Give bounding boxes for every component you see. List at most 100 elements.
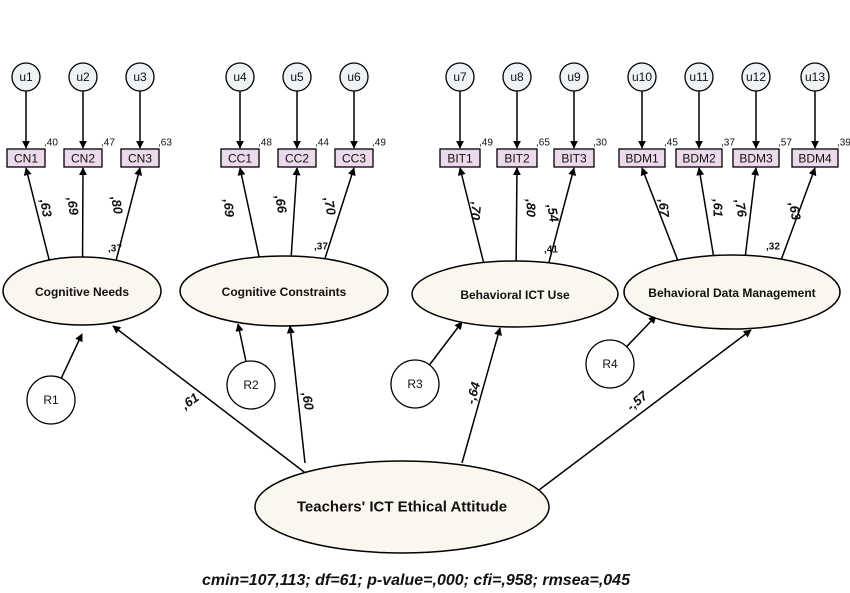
loading-label-cn3: ,80 (108, 194, 126, 216)
loading-label-bit1: ,70 (468, 200, 485, 221)
indicator-label-bit2: BIT2 (504, 152, 530, 166)
structural-label-2: ,60 (299, 390, 317, 412)
loading-arrow-cc1 (237, 167, 261, 261)
main-latent-ellipse (254, 460, 550, 554)
structural-label-4: -,57 (624, 388, 651, 414)
structural-arrow-4 (538, 329, 752, 491)
loading-arrow-bdm4 (776, 167, 817, 270)
error-label-u13: u13 (805, 70, 825, 84)
indicator-label-cc3: CC3 (342, 152, 366, 166)
factor-label-behavioral-data-management: Behavioral Data Management (648, 286, 815, 300)
indicator-label-bdm1: BDM1 (625, 152, 659, 166)
indicator-r2-bit1: ,49 (479, 138, 493, 149)
factor-ellipse-cognitive-constraints (179, 255, 389, 327)
indicator-r2-bit3: ,30 (593, 138, 607, 149)
indicator-label-cn1: CN1 (14, 152, 38, 166)
indicator-label-cc1: CC1 (228, 152, 252, 166)
residual-circle-r2 (226, 360, 276, 410)
model-fit-caption: cmin=107,113; df=61; p-value=,000; cfi=,… (202, 572, 631, 589)
loading-arrow-cn3 (113, 167, 143, 270)
loading-arrow-bit3 (546, 167, 577, 269)
error-label-u8: u8 (510, 70, 524, 84)
indicator-box-cc1 (220, 148, 260, 168)
error-label-u2: u2 (76, 70, 90, 84)
loading-label-cn1: ,63 (37, 197, 55, 219)
loading-arrow-cc2 (290, 167, 301, 258)
error-circle-u3 (125, 62, 155, 92)
loading-label-cc1: ,69 (221, 197, 238, 218)
residual-arrow-r4 (626, 315, 657, 348)
error-circle-u11 (684, 62, 714, 92)
structural-arrow-1 (112, 325, 313, 479)
factor-label-cognitive-needs: Cognitive Needs (35, 285, 129, 299)
indicator-box-bdm4 (791, 148, 839, 168)
indicator-label-bdm4: BDM4 (798, 152, 832, 166)
loading-arrow-bit2 (512, 167, 521, 263)
factor-r2-behavioral-data-management: ,32 (766, 242, 780, 253)
indicator-box-bit2 (496, 148, 538, 168)
loading-arrow-cc3 (321, 167, 356, 267)
factor-r2-cognitive-needs: ,37 (108, 244, 122, 255)
indicator-r2-bdm4: ,39 (837, 138, 850, 149)
error-circle-u6 (339, 62, 369, 92)
error-circle-u2 (68, 62, 98, 92)
indicator-box-cn3 (120, 148, 160, 168)
error-label-u1: u1 (19, 70, 33, 84)
indicator-box-cc2 (277, 148, 317, 168)
residual-circle-r3 (390, 359, 440, 409)
factor-ellipse-cognitive-needs (2, 256, 162, 326)
indicator-box-bdm2 (675, 148, 723, 168)
indicator-label-bdm2: BDM2 (682, 152, 716, 166)
indicator-label-bit3: BIT3 (561, 152, 587, 166)
factor-r2-behavioral-ict-use: ,41 (544, 245, 558, 256)
error-circle-u12 (741, 62, 771, 92)
indicator-r2-bdm1: ,45 (664, 138, 678, 149)
indicator-r2-cc3: ,49 (372, 138, 386, 149)
indicator-label-cc2: CC2 (285, 152, 309, 166)
indicator-r2-cc1: ,48 (258, 138, 272, 149)
error-circle-u7 (445, 62, 475, 92)
loading-arrow-bdm3 (744, 167, 760, 258)
loading-arrow-bit1 (457, 167, 486, 268)
indicator-box-bit3 (553, 148, 595, 168)
error-label-u7: u7 (453, 70, 467, 84)
error-circle-u13 (800, 62, 830, 92)
loading-label-cn2: ,69 (64, 195, 82, 217)
structural-arrow-3 (461, 327, 502, 464)
error-circle-u10 (627, 62, 657, 92)
error-label-u3: u3 (133, 70, 147, 84)
residual-label-r1: R1 (43, 393, 59, 407)
residual-label-r3: R3 (407, 377, 423, 391)
loading-arrow-cn1 (23, 167, 52, 269)
loading-label-bdm2: ,61 (711, 198, 726, 217)
loading-label-bdm1: ,67 (656, 197, 673, 218)
factor-r2-cognitive-constraints: ,37 (314, 242, 328, 253)
error-label-u9: u9 (567, 70, 581, 84)
indicator-box-cn2 (63, 148, 103, 168)
indicator-label-bit1: BIT1 (447, 152, 473, 166)
residual-label-r2: R2 (243, 378, 259, 392)
indicator-r2-bdm3: ,57 (778, 138, 792, 149)
indicator-r2-bdm2: ,37 (721, 138, 735, 149)
indicator-label-cn2: CN2 (71, 152, 95, 166)
error-circle-u1 (11, 62, 41, 92)
indicator-box-cn1 (6, 148, 46, 168)
indicator-r2-cn3: ,63 (158, 138, 172, 149)
indicator-r2-cc2: ,44 (315, 138, 329, 149)
error-label-u4: u4 (233, 70, 247, 84)
factor-label-behavioral-ict-use: Behavioral ICT Use (460, 288, 570, 302)
structural-label-1: ,61 (177, 390, 201, 413)
error-label-u5: u5 (290, 70, 304, 84)
error-circle-u8 (502, 62, 532, 92)
loading-arrow-bdm2 (696, 167, 715, 258)
error-label-u11: u11 (689, 70, 708, 84)
residual-circle-r1 (26, 375, 76, 425)
loading-arrow-bdm1 (640, 167, 684, 273)
indicator-label-cn3: CN3 (128, 152, 152, 166)
indicator-box-bdm1 (618, 148, 666, 168)
loading-label-cc3: ,70 (321, 195, 339, 217)
structural-arrow-2 (286, 325, 306, 464)
factor-label-cognitive-constraints: Cognitive Constraints (222, 285, 347, 299)
